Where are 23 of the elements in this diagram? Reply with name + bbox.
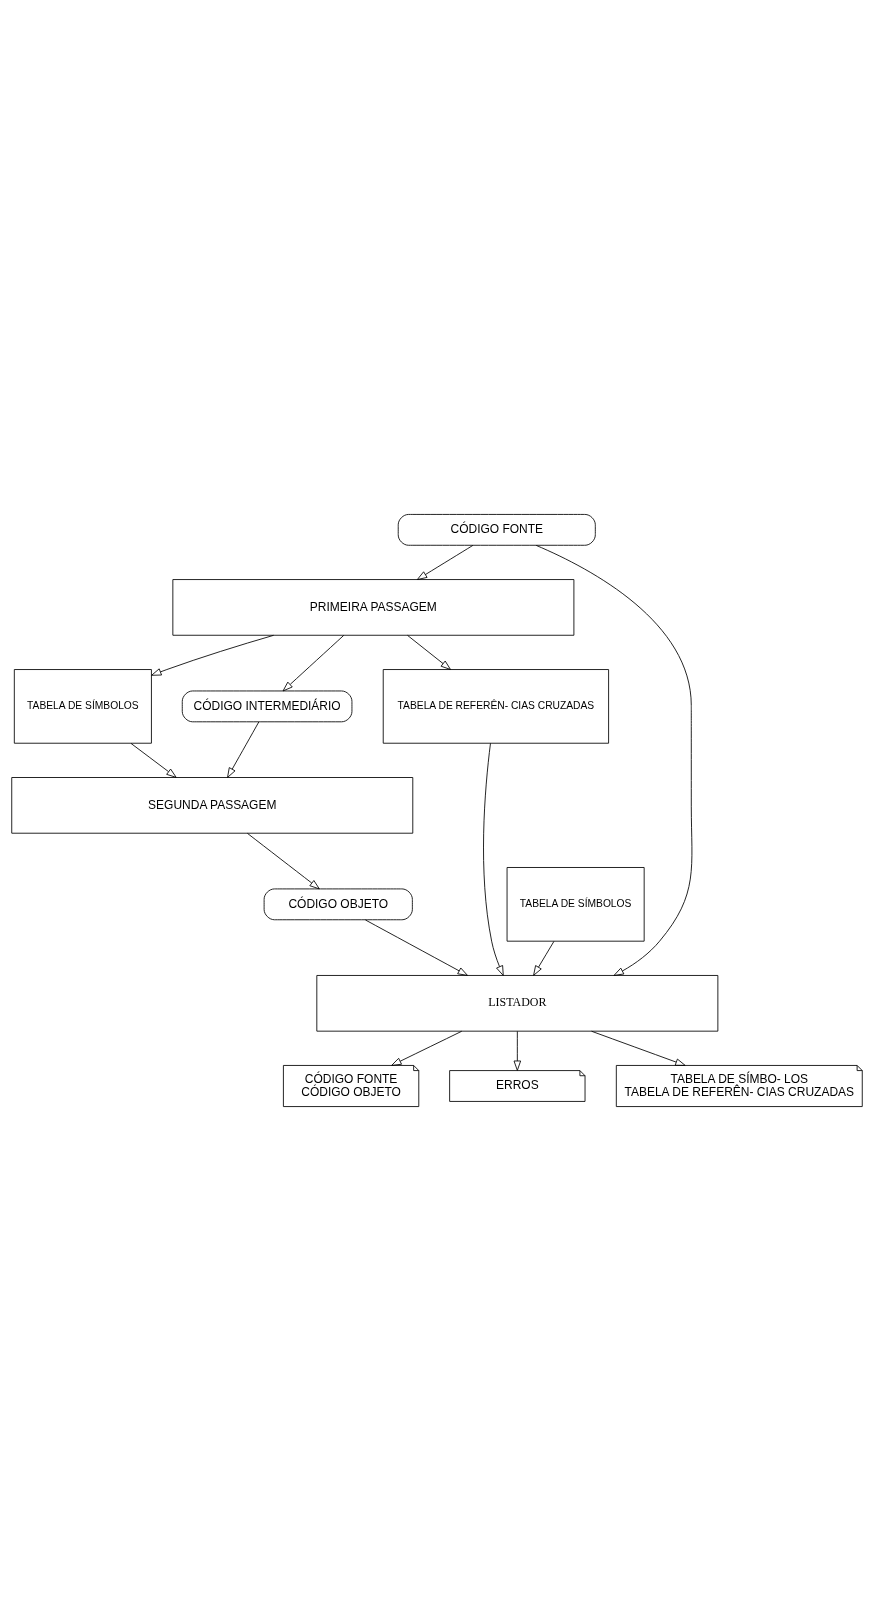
arrow (416, 544, 474, 580)
arrow (151, 634, 275, 676)
node-box: TABELA DE SÍMBOLOS (13, 669, 152, 744)
node-box: CÓDIGO FONTE (397, 514, 596, 546)
node-box: SEGUNDA PASSAGEM (11, 777, 414, 834)
node-box: TABELA DE REFERÊN- CIAS CRUZADAS (382, 669, 610, 744)
arrow (483, 742, 504, 976)
arrow (407, 634, 451, 670)
node-box: CÓDIGO INTERMEDIÁRIO (181, 690, 353, 723)
arrow (391, 1030, 463, 1066)
node-box: LISTADOR (316, 975, 719, 1032)
arrow (533, 941, 555, 976)
arrow (130, 743, 177, 778)
node-box: TABELA DE SÍMBOLOS (506, 867, 645, 942)
arrow (535, 544, 693, 976)
arrow (591, 1030, 686, 1066)
arrow (282, 634, 345, 692)
arrow (365, 919, 468, 976)
arrow (227, 721, 260, 778)
arrow (246, 832, 320, 890)
node-box: CÓDIGO OBJETO (263, 888, 413, 921)
node-box: PRIMEIRA PASSAGEM (172, 579, 575, 636)
arrow (513, 1030, 522, 1071)
